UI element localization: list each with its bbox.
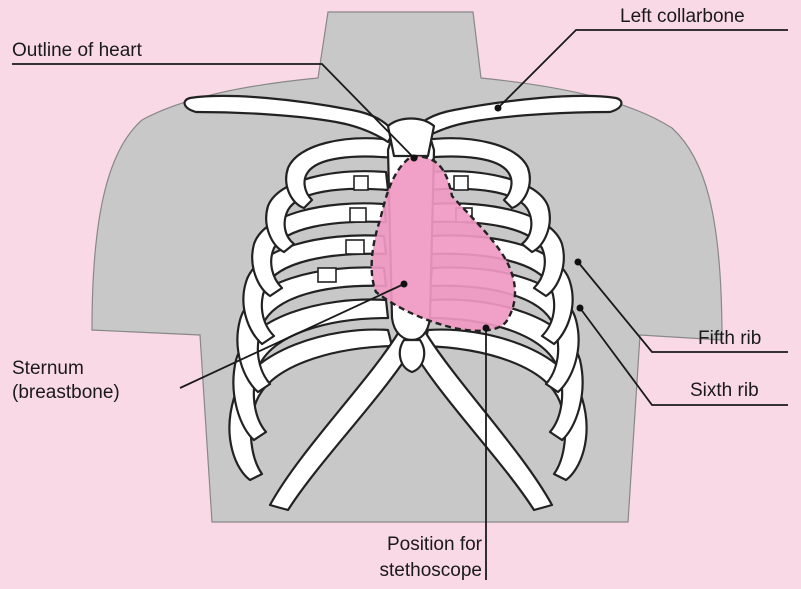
label-outline-of-heart: Outline of heart bbox=[12, 40, 142, 62]
dot-heart bbox=[411, 155, 418, 162]
label-sixth-rib: Sixth rib bbox=[690, 380, 759, 402]
dot-collarbone bbox=[495, 105, 502, 112]
dot-sixth-rib bbox=[577, 305, 584, 312]
label-breastbone: (breastbone) bbox=[12, 382, 120, 404]
dot-fifth-rib bbox=[575, 259, 582, 266]
label-stethoscope: stethoscope bbox=[342, 560, 482, 582]
dot-stethoscope bbox=[483, 325, 490, 332]
dot-sternum bbox=[401, 281, 408, 288]
label-position-for: Position for bbox=[342, 534, 482, 556]
xiphoid-process bbox=[400, 340, 424, 372]
label-sternum: Sternum bbox=[12, 358, 84, 380]
label-left-collarbone: Left collarbone bbox=[620, 6, 745, 28]
label-fifth-rib: Fifth rib bbox=[698, 328, 761, 350]
